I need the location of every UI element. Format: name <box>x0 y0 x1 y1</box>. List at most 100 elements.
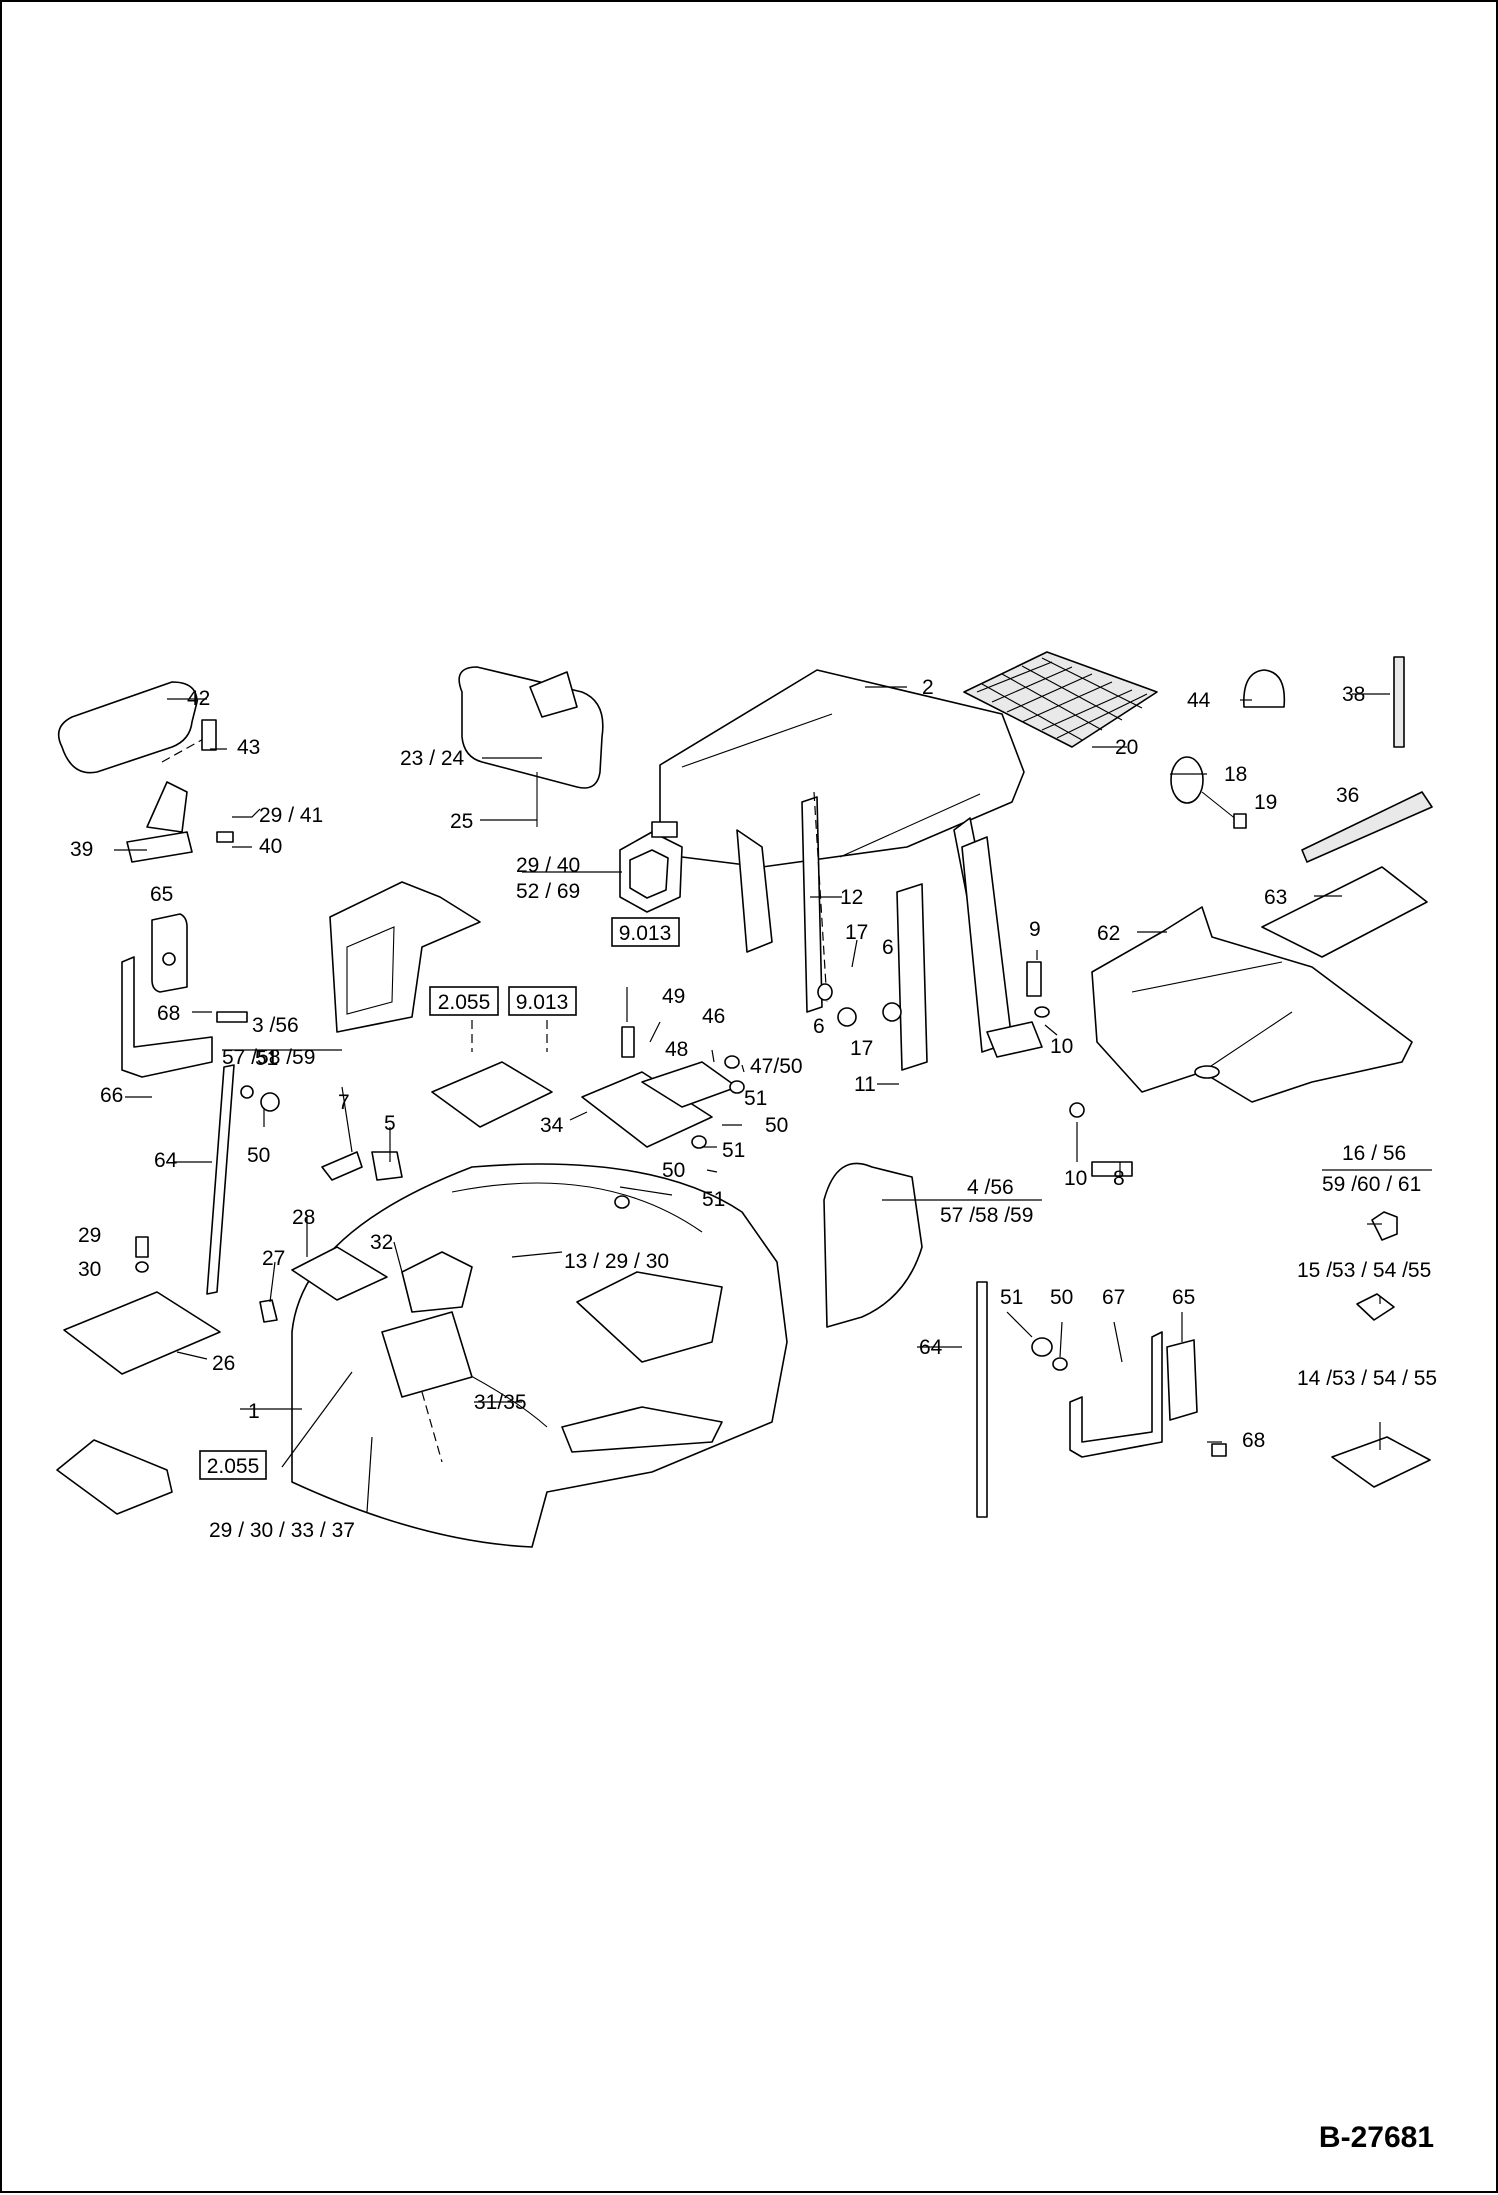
callout-65-right: 65 <box>1172 1286 1195 1309</box>
svg-text:9.013: 9.013 <box>619 922 672 945</box>
callout-57-58-59-left: 57 /58 /59 <box>222 1046 315 1069</box>
callout-36: 36 <box>1336 784 1359 807</box>
callout-62: 62 <box>1097 922 1120 945</box>
reference-9013-mid: 9.013 <box>508 986 577 1016</box>
callout-42: 42 <box>187 687 210 710</box>
sun-visor <box>458 666 604 827</box>
callout-43: 43 <box>237 736 260 759</box>
callout-34: 34 <box>540 1114 564 1137</box>
callout-39: 39 <box>70 838 93 861</box>
callout-20: 20 <box>1115 736 1138 759</box>
callout-44: 44 <box>1187 689 1211 712</box>
callout-4-56: 4 /56 <box>967 1176 1014 1199</box>
callout-7: 7 <box>338 1091 350 1114</box>
callout-27: 27 <box>262 1247 285 1270</box>
callout-59-60-61: 59 /60 / 61 <box>1322 1173 1421 1196</box>
callout-38: 38 <box>1342 683 1365 706</box>
gas-strut-right <box>976 1281 988 1518</box>
callout-11: 11 <box>854 1073 876 1096</box>
leader-lines <box>114 686 1432 1513</box>
switch-7 <box>321 1151 363 1181</box>
canopy-roof <box>659 669 1025 1001</box>
callout-51-left: 51 <box>255 1047 278 1070</box>
callout-14-53-54-55: 14 /53 / 54 / 55 <box>1297 1367 1437 1390</box>
callout-51-right: 51 <box>1000 1286 1023 1309</box>
callout-17-b: 17 <box>850 1037 873 1060</box>
side-window <box>329 881 481 1033</box>
callout-26: 26 <box>212 1352 235 1375</box>
svg-text:9.013: 9.013 <box>516 991 569 1014</box>
cabin-frame <box>801 791 1043 1071</box>
callout-5: 5 <box>384 1112 396 1135</box>
callout-28: 28 <box>292 1206 315 1229</box>
reference-2055-top: 2.055 <box>429 986 499 1016</box>
drawing-code: B-27681 <box>1318 2121 1434 2154</box>
callout-29-30-33-37: 29 / 30 / 33 / 37 <box>209 1519 355 1542</box>
clip-27 <box>259 1299 278 1323</box>
callout-13-29-30: 13 / 29 / 30 <box>564 1250 669 1273</box>
plate-15 <box>1356 1293 1395 1321</box>
callout-51-a: 51 <box>744 1087 767 1110</box>
callout-50-right: 50 <box>1050 1286 1073 1309</box>
callout-29-40: 29 / 40 <box>516 854 580 877</box>
anti-slip-mat <box>963 651 1158 748</box>
callout-29-41: 29 / 41 <box>259 804 323 827</box>
callout-51-b: 51 <box>722 1139 745 1162</box>
callout-19: 19 <box>1254 791 1277 814</box>
callout-46: 46 <box>702 1005 725 1028</box>
callout-64-right: 64 <box>919 1336 943 1359</box>
bolt-19 <box>1233 813 1247 829</box>
fasteners <box>135 961 1227 1457</box>
bracket-16 <box>1371 1211 1398 1241</box>
callout-31-35: 31/35 <box>474 1391 527 1414</box>
svg-text:2.055: 2.055 <box>207 1455 260 1478</box>
callout-29: 29 <box>78 1224 101 1247</box>
callout-49: 49 <box>662 985 685 1008</box>
callout-50-left: 50 <box>247 1144 270 1167</box>
step-bracket <box>56 1439 173 1515</box>
callout-23-24: 23 / 24 <box>400 747 465 770</box>
callout-68-right: 68 <box>1242 1429 1265 1452</box>
callout-50-c: 50 <box>662 1159 685 1182</box>
callout-labels: 42 43 29 / 41 40 39 23 / 24 25 29 / 40 5… <box>70 676 1437 1542</box>
callout-65-left: 65 <box>150 883 173 906</box>
reference-9013-top: 9.013 <box>611 917 680 947</box>
callout-18: 18 <box>1224 763 1247 786</box>
plate-26 <box>63 1291 221 1375</box>
armrest <box>57 681 234 863</box>
plate-14 <box>1331 1436 1431 1488</box>
svg-text:2.055: 2.055 <box>438 991 491 1014</box>
callout-66: 66 <box>100 1084 123 1107</box>
callout-1: 1 <box>248 1400 260 1423</box>
seal-strip <box>1301 791 1433 863</box>
callout-50-b: 50 <box>765 1114 788 1137</box>
callout-32: 32 <box>370 1231 393 1254</box>
hand-rail-left <box>121 913 213 1078</box>
callout-2: 2 <box>922 676 934 699</box>
callout-6-b: 6 <box>813 1015 825 1038</box>
callout-40: 40 <box>259 835 282 858</box>
edge-strip <box>1393 656 1405 748</box>
gas-strut-left <box>206 1064 235 1295</box>
callout-8: 8 <box>1113 1167 1125 1190</box>
callout-9: 9 <box>1029 918 1041 941</box>
callout-10-b: 10 <box>1064 1167 1087 1190</box>
callout-51-c: 51 <box>702 1188 725 1211</box>
callout-15-53-54-55: 15 /53 / 54 /55 <box>1297 1259 1431 1282</box>
work-light <box>619 821 683 913</box>
callout-10-a: 10 <box>1050 1035 1073 1058</box>
callout-48: 48 <box>665 1038 688 1061</box>
callout-16-56: 16 / 56 <box>1342 1142 1406 1165</box>
cabin-tub <box>291 1163 788 1548</box>
callout-52-69: 52 / 69 <box>516 880 580 903</box>
callout-67: 67 <box>1102 1286 1125 1309</box>
callout-17-a: 17 <box>845 921 868 944</box>
callout-30: 30 <box>78 1258 101 1281</box>
floor-plate <box>1091 906 1413 1103</box>
plate-28 <box>291 1246 388 1301</box>
callout-64-left: 64 <box>154 1149 178 1172</box>
callout-25: 25 <box>450 810 473 833</box>
rear-panel <box>823 1162 923 1328</box>
